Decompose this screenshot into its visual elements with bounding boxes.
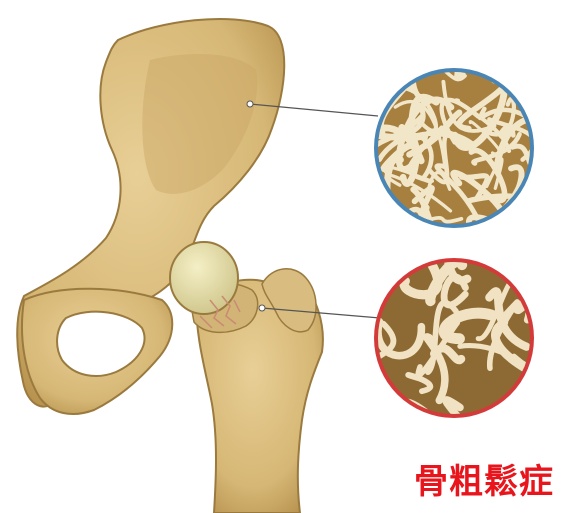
trabecula-strand: [514, 198, 536, 216]
leader-dot-bottom: [259, 305, 265, 311]
trabecula-strand: [327, 138, 378, 201]
trabecula-strand: [367, 80, 389, 108]
caption-osteoporosis: 骨粗鬆症: [414, 454, 554, 503]
trabecula-strand: [341, 226, 393, 287]
leader-dot-top: [247, 101, 253, 107]
trabecula-strand: [339, 48, 393, 84]
trabecula-strand: [432, 17, 453, 68]
trabecula-strand: [403, 45, 426, 76]
healthy-bone-detail: [314, 9, 578, 287]
trabecula-strand: [356, 218, 381, 265]
trabecula-strand: [526, 56, 551, 80]
trabecula-strand: [507, 47, 525, 78]
osteoporotic-bone-detail: [355, 212, 572, 469]
trabecula-strand: [365, 224, 412, 244]
trabecula-strand: [382, 225, 434, 248]
trabecula-strand: [314, 85, 377, 92]
trabecula-strand: [355, 42, 374, 105]
trabecula-strand: [469, 217, 531, 233]
trabecula-strand: [526, 195, 578, 246]
trabecula-strand: [493, 52, 505, 81]
